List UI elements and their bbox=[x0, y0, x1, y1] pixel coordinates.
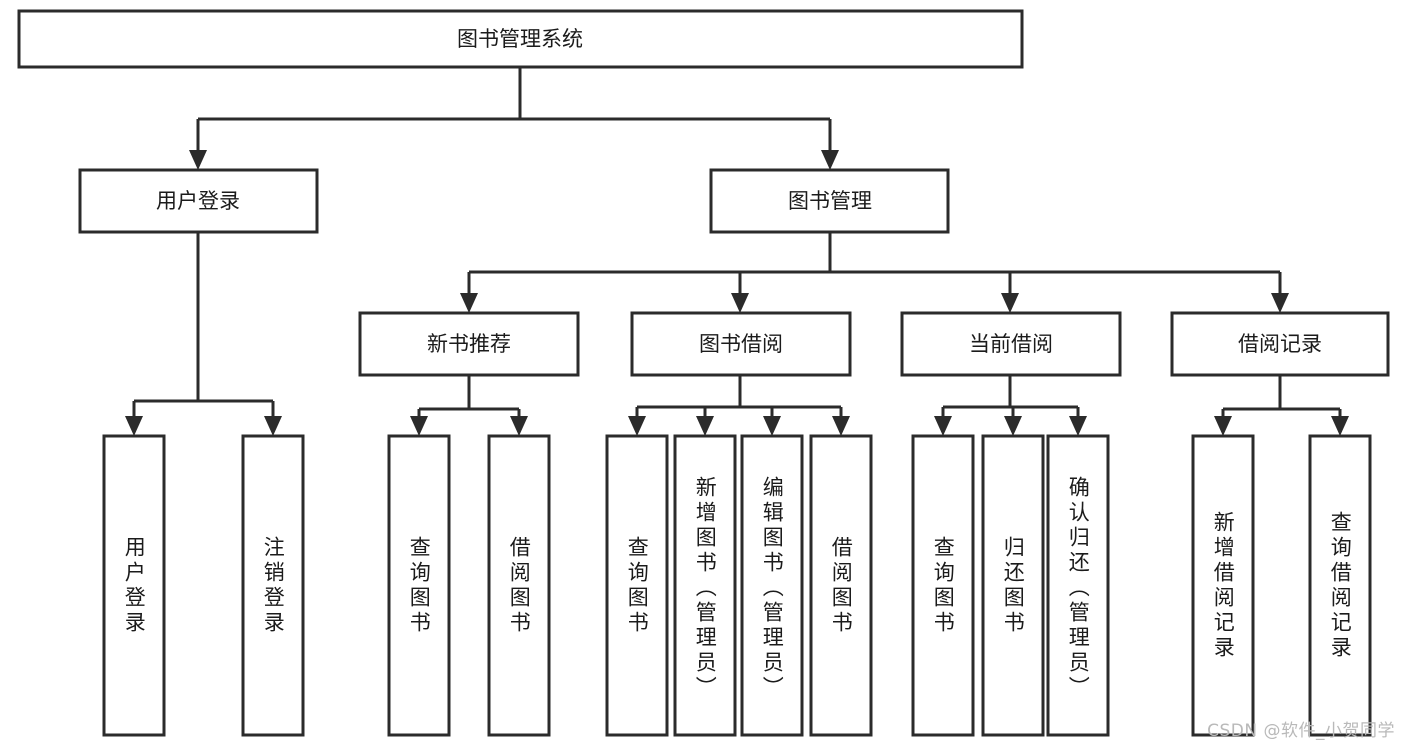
node-current-borrow[interactable] bbox=[900, 311, 1122, 377]
csdn-watermark: CSDN @软件_小贺同学 bbox=[1207, 721, 1395, 741]
arrow-head-l2-2 bbox=[1001, 293, 1019, 313]
leaf-box-user-login-0[interactable] bbox=[102, 434, 166, 737]
arrow-head-cb-1 bbox=[1004, 416, 1022, 436]
arrow-head-ul-leaf-1 bbox=[264, 416, 282, 436]
node-new-book-recommend-label: 新书推荐 bbox=[427, 332, 511, 356]
arrow-head-nbr-0 bbox=[410, 416, 428, 436]
node-book-manage[interactable] bbox=[709, 168, 950, 234]
leaf-box-borrow-record-0[interactable] bbox=[1191, 434, 1255, 737]
leaf-box-current-borrow-0[interactable] bbox=[911, 434, 975, 737]
leaf-box-book-borrow-2[interactable] bbox=[740, 434, 804, 737]
node-new-book-recommend[interactable] bbox=[358, 311, 580, 377]
leaf-box-borrow-record-1[interactable] bbox=[1308, 434, 1372, 737]
leaf-box-new-book-recommend-1[interactable] bbox=[487, 434, 551, 737]
node-user-login[interactable] bbox=[78, 168, 319, 234]
node-borrow-record[interactable] bbox=[1170, 311, 1390, 377]
leaf-box-book-borrow-3[interactable] bbox=[809, 434, 873, 737]
arrow-head-br-0 bbox=[1214, 416, 1232, 436]
arrow-head-user-login bbox=[189, 150, 207, 170]
arrow-head-bb-2 bbox=[763, 416, 781, 436]
arrow-head-l2-1 bbox=[731, 293, 749, 313]
leaf-box-current-borrow-1[interactable] bbox=[981, 434, 1045, 737]
leaf-box-user-login-1[interactable] bbox=[241, 434, 305, 737]
arrow-head-bb-0 bbox=[628, 416, 646, 436]
node-borrow-record-label: 借阅记录 bbox=[1238, 332, 1322, 356]
leaf-box-new-book-recommend-0[interactable] bbox=[387, 434, 451, 737]
leaf-box-book-borrow-1[interactable] bbox=[673, 434, 737, 737]
arrow-head-l2-3 bbox=[1271, 293, 1289, 313]
node-book-borrow[interactable] bbox=[630, 311, 852, 377]
node-root[interactable] bbox=[17, 9, 1024, 69]
connectors-group bbox=[125, 67, 1349, 436]
arrow-head-nbr-1 bbox=[510, 416, 528, 436]
arrow-head-book-manage bbox=[821, 150, 839, 170]
node-book-manage-label: 图书管理 bbox=[788, 189, 872, 213]
leaf-box-book-borrow-0[interactable] bbox=[605, 434, 669, 737]
arrow-head-bb-1 bbox=[696, 416, 714, 436]
arrow-head-cb-2 bbox=[1069, 416, 1087, 436]
arrow-head-ul-leaf-0 bbox=[125, 416, 143, 436]
node-current-borrow-label: 当前借阅 bbox=[969, 332, 1053, 356]
leaf-box-current-borrow-2[interactable] bbox=[1046, 434, 1110, 737]
node-root-label: 图书管理系统 bbox=[457, 27, 583, 51]
arrow-head-br-1 bbox=[1331, 416, 1349, 436]
node-book-borrow-label: 图书借阅 bbox=[699, 332, 783, 356]
node-user-login-label: 用户登录 bbox=[156, 189, 240, 213]
nodes-group: 图书管理系统 用户登录 图书管理 新书推荐 图书借阅 当前借阅 借阅记录 bbox=[17, 9, 1390, 737]
arrow-head-bb-3 bbox=[832, 416, 850, 436]
arrow-head-l2-0 bbox=[460, 293, 478, 313]
arrow-head-cb-0 bbox=[934, 416, 952, 436]
